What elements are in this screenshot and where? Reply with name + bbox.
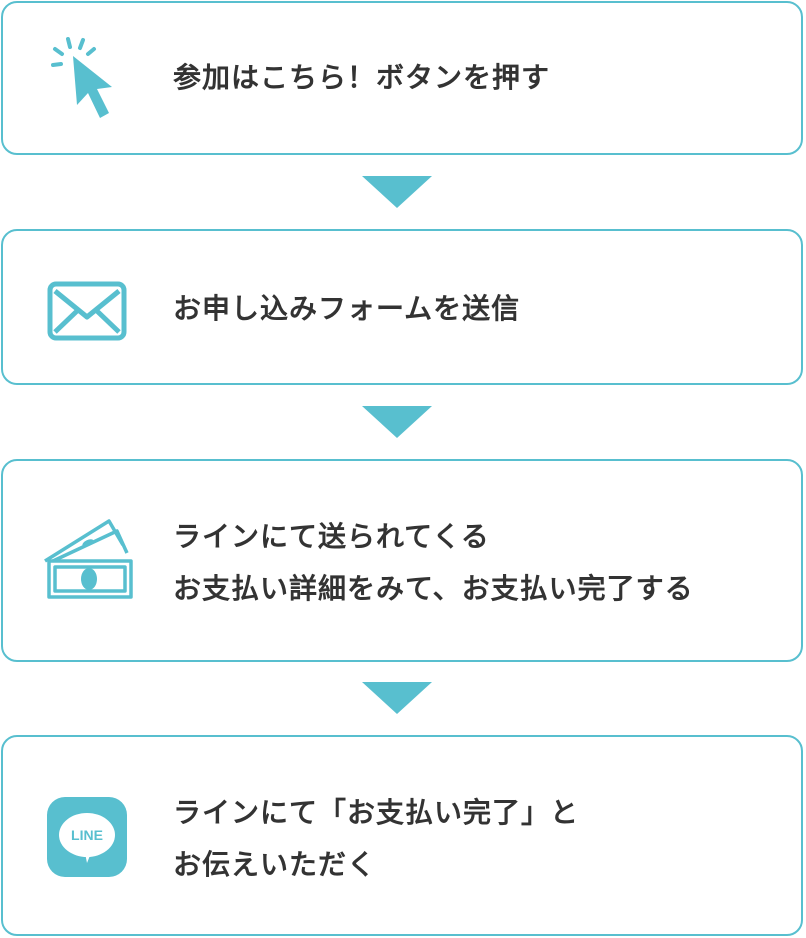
line-logo-text: LINE bbox=[71, 827, 103, 843]
step-3-card: ラインにて送られてくる お支払い詳細をみて、お支払い完了する bbox=[1, 459, 803, 662]
line-app-icon: LINE bbox=[47, 797, 127, 877]
step-2-text: お申し込みフォームを送信 bbox=[173, 283, 781, 335]
step-2-line-1: お申し込みフォームを送信 bbox=[173, 292, 521, 325]
down-arrow-icon bbox=[362, 176, 432, 208]
step-1-card: 参加はこちら！ボタンを押す bbox=[1, 1, 803, 155]
step-4-line-2: お伝えいただく bbox=[173, 848, 377, 881]
step-2-card: お申し込みフォームを送信 bbox=[1, 229, 803, 385]
step-3-line-2: お支払い詳細をみて、お支払い完了する bbox=[173, 572, 694, 605]
down-arrow-icon bbox=[362, 406, 432, 438]
money-icon bbox=[39, 515, 135, 601]
cursor-click-icon bbox=[47, 35, 117, 125]
step-4-text: ラインにて「お支払い完了」と お伝えいただく bbox=[173, 787, 781, 891]
step-4-card: LINE ラインにて「お支払い完了」と お伝えいただく bbox=[1, 735, 803, 936]
step-3-line-1: ラインにて送られてくる bbox=[173, 520, 490, 553]
down-arrow-icon bbox=[362, 682, 432, 714]
step-4-line-1: ラインにて「お支払い完了」と bbox=[173, 796, 580, 829]
step-1-line-1: 参加はこちら！ボタンを押す bbox=[173, 61, 551, 94]
mail-icon bbox=[47, 281, 129, 341]
step-1-text: 参加はこちら！ボタンを押す bbox=[173, 52, 781, 104]
step-3-text: ラインにて送られてくる お支払い詳細をみて、お支払い完了する bbox=[173, 511, 781, 615]
